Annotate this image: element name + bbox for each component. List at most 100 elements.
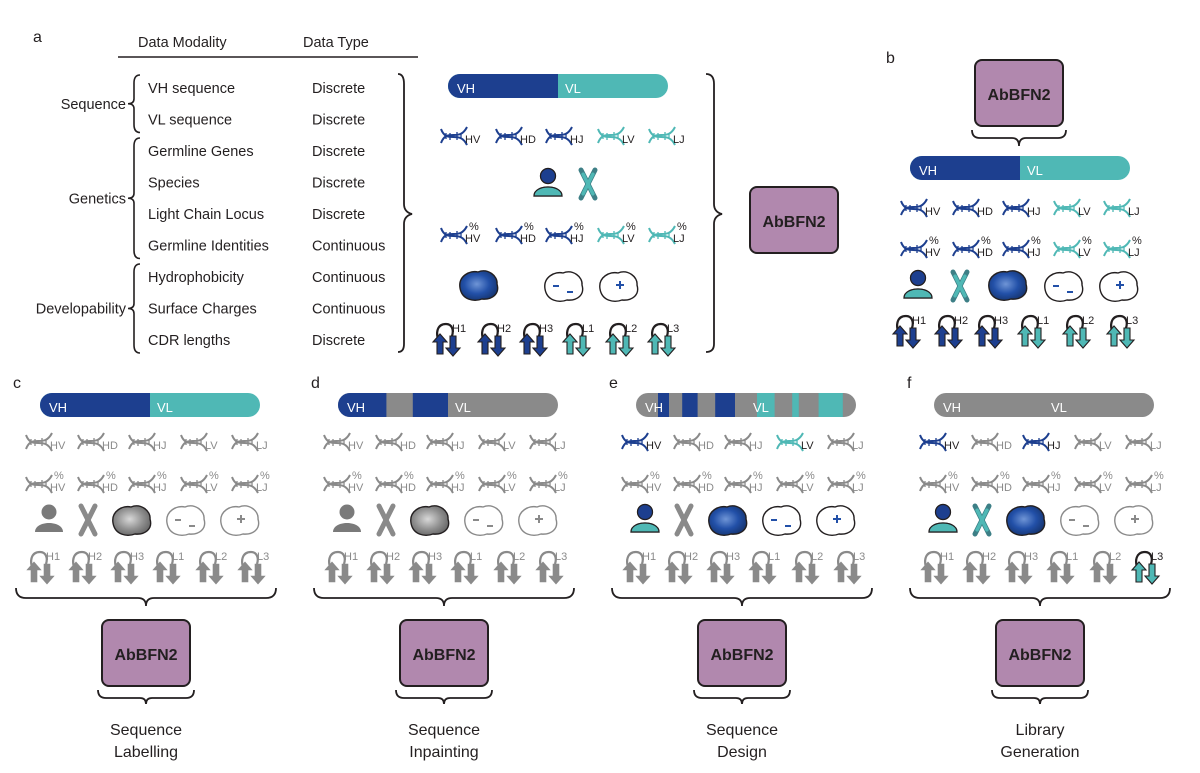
b-pct-dna-icon-lj: LJ%	[1103, 235, 1142, 259]
e-abbfn2-box	[697, 619, 787, 687]
f-pct-dna-icon-lj: LJ%	[1125, 470, 1164, 494]
f-pct-gene-label-lv: LV	[1099, 482, 1112, 494]
f-abbfn2-box	[995, 619, 1085, 687]
f-positive-charge-icon	[1114, 505, 1154, 536]
e-negative-charge-icon	[762, 505, 802, 536]
f-dna-icon-hd: HD	[971, 432, 1012, 452]
c-cdr-icon-h3: H3	[109, 550, 144, 586]
e-gene-label-lj: LJ	[852, 440, 864, 452]
header-data-modality: Data Modality	[138, 35, 227, 51]
d-pct-pct-lv: %	[507, 470, 517, 482]
a-cdr-label-h2: H2	[497, 323, 511, 335]
e-task-line-1: Sequence	[706, 722, 778, 739]
c-pct-pct-lv: %	[209, 470, 219, 482]
c-vh-segment	[40, 393, 150, 417]
f-vh-label: VH	[943, 400, 961, 415]
e-cdr-icon-h1: H1	[621, 550, 656, 586]
c-cdr-icon-l2: L2	[194, 550, 227, 586]
a-cdr-icon-h3: H3	[518, 322, 553, 358]
c-pct-pct-lj: %	[260, 470, 270, 482]
group-brace-developability	[127, 263, 141, 354]
f-pct-pct-lj: %	[1154, 470, 1164, 482]
b-dna-icon-lv: LV	[1053, 198, 1091, 218]
e-pct-gene-label-hj: HJ	[749, 482, 762, 494]
f-dna-icon-hv: HV	[919, 432, 960, 452]
b-cdr-label-h3: H3	[994, 315, 1008, 327]
f-cdr-label-h3: H3	[1024, 551, 1038, 563]
a-gene-label-lj: LJ	[673, 134, 685, 146]
e-pct-dna-icon-hv: HV%	[621, 470, 662, 494]
b-positive-charge-icon	[1099, 271, 1139, 302]
c-person-icon	[35, 504, 63, 532]
f-chromosome-icon	[975, 506, 989, 534]
a-pct-gene-label-hv: HV	[465, 233, 481, 245]
f-pct-pct-hv: %	[948, 470, 958, 482]
a-cdr-label-l3: L3	[667, 323, 679, 335]
d-dna-icon-lj: LJ	[529, 432, 566, 452]
c-pct-dna-icon-hd: HD%	[77, 470, 118, 494]
e-known-block-5	[818, 393, 843, 417]
d-cdr-label-l2: L2	[513, 551, 525, 563]
a-dna-icon-lv: LV	[597, 126, 635, 146]
b-negative-charge-icon	[1044, 271, 1084, 302]
b-pct-dna-icon-hd: HD%	[952, 235, 993, 259]
e-pct-gene-label-hd: HD	[698, 482, 714, 494]
c-vh-label: VH	[49, 400, 67, 415]
d-cdr-label-l3: L3	[555, 551, 567, 563]
e-positive-charge-icon	[816, 505, 856, 536]
d-task-line-1: Sequence	[408, 722, 480, 739]
modality-vh-sequence: VH sequence	[148, 81, 235, 97]
c-dna-icon-hd: HD	[77, 432, 118, 452]
c-pct-dna-icon-lv: LV%	[180, 470, 219, 494]
f-pct-dna-icon-lv: LV%	[1074, 470, 1113, 494]
f-cdr-label-h1: H1	[940, 551, 954, 563]
c-cdr-icon-l3: L3	[236, 550, 269, 586]
f-gene-label-hv: HV	[944, 440, 960, 452]
f-cdr-icon-h3: H3	[1003, 550, 1038, 586]
a-gene-label-hj: HJ	[570, 134, 583, 146]
datatype-germline-genes: Discrete	[312, 144, 365, 160]
b-cdr-label-l2: L2	[1082, 315, 1094, 327]
e-task-line-2: Design	[717, 744, 767, 761]
f-pct-gene-label-hd: HD	[996, 482, 1012, 494]
a-dna-icon-hj: HJ	[545, 126, 583, 146]
a-dna-icon-hd: HD	[495, 126, 536, 146]
c-pct-dna-icon-hj: HJ%	[128, 470, 167, 494]
c-cdr-icon-h2: H2	[67, 550, 102, 586]
d-pct-gene-label-lv: LV	[503, 482, 516, 494]
c-cdr-label-l3: L3	[257, 551, 269, 563]
datatype-hydrophobicity: Continuous	[312, 270, 385, 286]
c-gene-label-hj: HJ	[153, 440, 166, 452]
f-dna-icon-lv: LV	[1074, 432, 1112, 452]
d-cdr-label-l1: L1	[470, 551, 482, 563]
modality-hydrophobicity: Hydrophobicity	[148, 270, 245, 286]
d-vl-label: VL	[455, 400, 471, 415]
f-pct-gene-label-hj: HJ	[1047, 482, 1060, 494]
b-vh-segment	[910, 156, 1020, 180]
group-label-sequence: Sequence	[61, 97, 126, 113]
c-task-line-2: Labelling	[114, 744, 178, 761]
a-pct-gene-label-lv: LV	[622, 233, 635, 245]
e-lower-brace	[693, 689, 791, 705]
modality-species: Species	[148, 176, 200, 192]
f-lower-brace	[991, 689, 1089, 705]
modality-germline-genes: Germline Genes	[148, 144, 254, 160]
e-hydrophobicity-icon	[708, 505, 748, 536]
e-dna-icon-lj: LJ	[827, 432, 864, 452]
a-pct-dna-icon-lv: LV%	[597, 221, 636, 245]
e-chromosome-icon	[677, 506, 691, 534]
d-lower-brace	[395, 689, 493, 705]
datatype-vh-sequence: Discrete	[312, 81, 365, 97]
a-cdr-icon-h2: H2	[476, 322, 511, 358]
d-positive-charge-icon	[518, 505, 558, 536]
d-vh-known-2	[412, 393, 448, 417]
a-pct-pct-lj: %	[677, 221, 687, 233]
d-pct-gene-label-hj: HJ	[451, 482, 464, 494]
a-cdr-icon-l3: L3	[646, 322, 679, 358]
d-dna-icon-lv: LV	[478, 432, 516, 452]
f-pct-gene-label-lj: LJ	[1150, 482, 1162, 494]
d-hydrophobicity-icon	[410, 505, 450, 536]
